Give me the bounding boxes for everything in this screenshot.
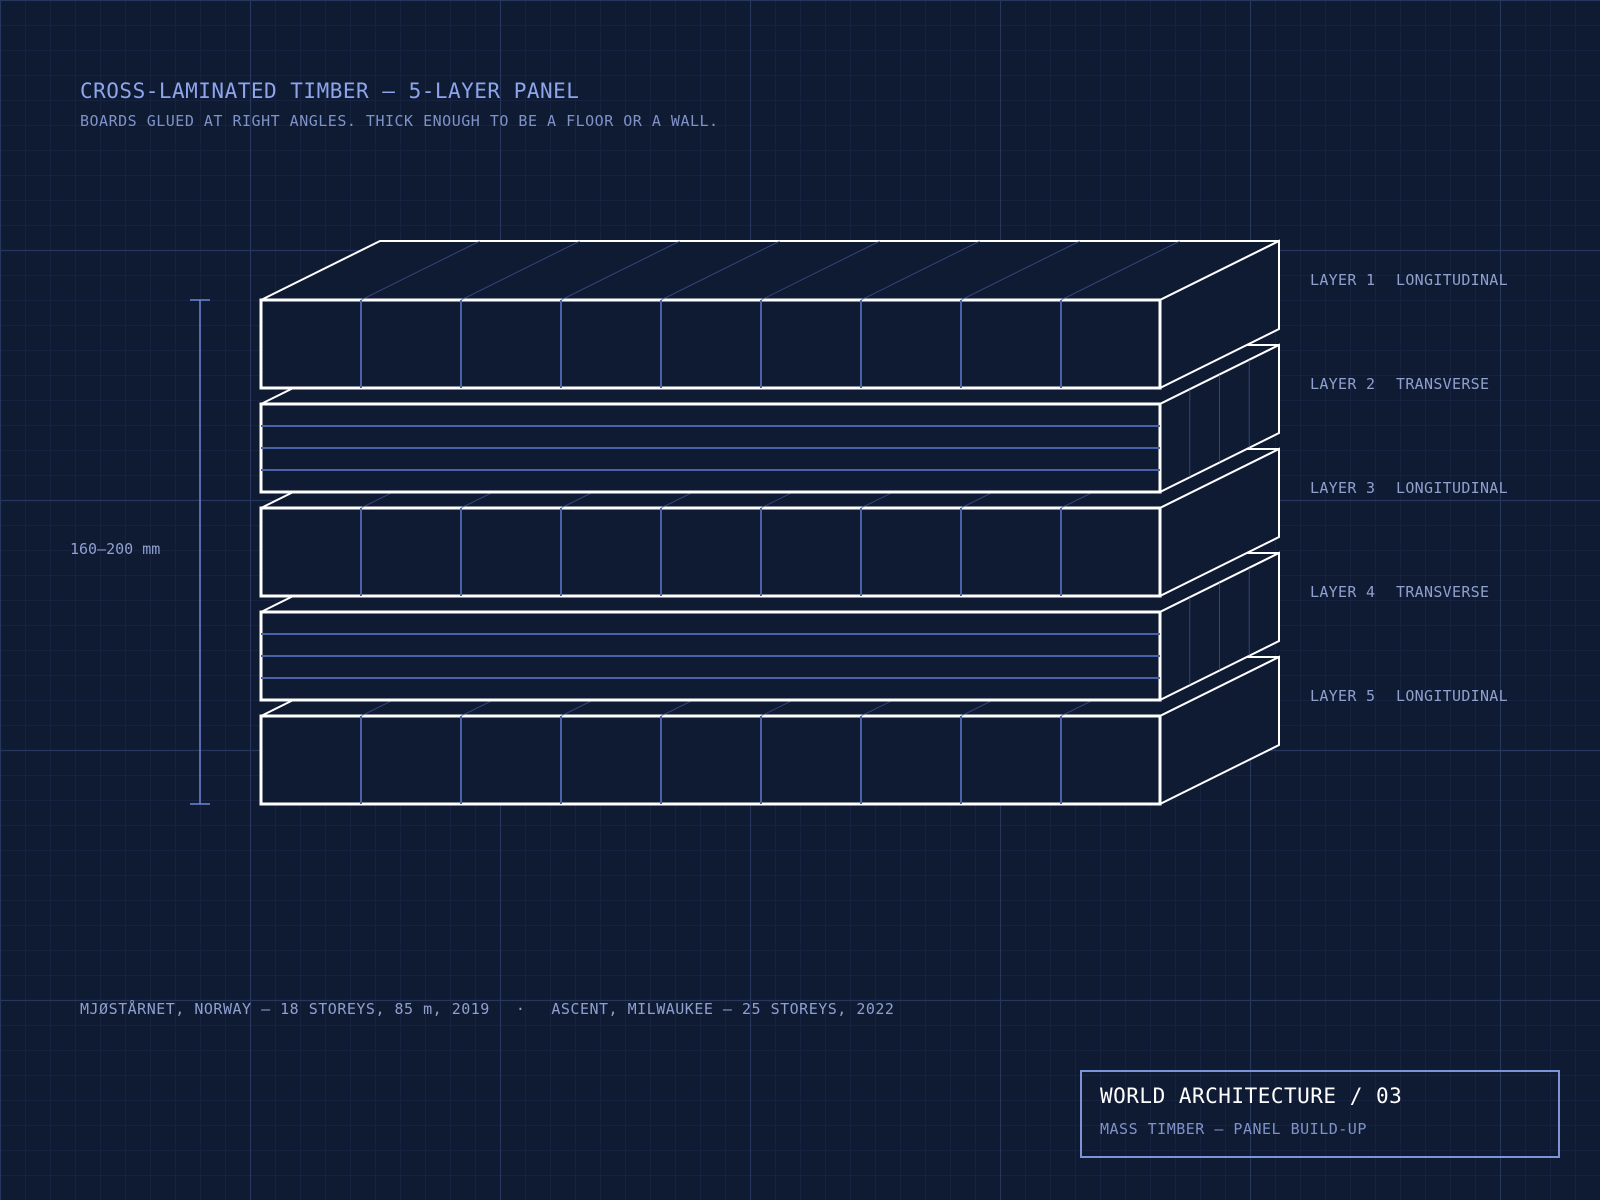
board-joint-top xyxy=(1060,240,1181,301)
layer-label-4: LAYER 4 TRANSVERSE xyxy=(1310,583,1489,601)
layer-number: LAYER 1 xyxy=(1310,271,1376,289)
layer-front-face xyxy=(259,298,1162,390)
layer-orientation: TRANSVERSE xyxy=(1396,375,1490,393)
diagram-subtitle: BOARDS GLUED AT RIGHT ANGLES. THICK ENOU… xyxy=(80,112,719,130)
board-joint-top xyxy=(760,240,881,301)
board-joint-top xyxy=(460,240,581,301)
layer-orientation: TRANSVERSE xyxy=(1396,583,1490,601)
layer-number: LAYER 4 xyxy=(1310,583,1376,601)
layer-board-joints xyxy=(261,567,1250,686)
layer-orientation: LONGITUDINAL xyxy=(1396,479,1508,497)
layer-top-face xyxy=(260,240,1280,301)
layer-label-1: LAYER 1 LONGITUDINAL xyxy=(1310,271,1508,289)
layer-label-5: LAYER 5 LONGITUDINAL xyxy=(1310,687,1508,705)
board-joint-top xyxy=(960,240,1081,301)
example-building-2: ASCENT, MILWAUKEE — 25 STOREYS, 2022 xyxy=(551,1000,895,1018)
layer-number: LAYER 3 xyxy=(1310,479,1376,497)
layer-label-2: LAYER 2 TRANSVERSE xyxy=(1310,375,1489,393)
layer-orientation: LONGITUDINAL xyxy=(1396,271,1508,289)
title-block: WORLD ARCHITECTURE / 03 MASS TIMBER — PA… xyxy=(1080,1070,1560,1158)
title-block-subheading: MASS TIMBER — PANEL BUILD-UP xyxy=(1100,1120,1367,1138)
layer-label-3: LAYER 3 LONGITUDINAL xyxy=(1310,479,1508,497)
board-joint-top xyxy=(660,240,781,301)
board-joint-top xyxy=(860,240,981,301)
layer-number: LAYER 5 xyxy=(1310,687,1376,705)
title-block-heading: WORLD ARCHITECTURE / 03 xyxy=(1100,1084,1403,1108)
thickness-dimension-label: 160–200 mm xyxy=(70,540,161,558)
footer-separator: · xyxy=(515,1000,526,1018)
example-building-1: MJØSTÅRNET, NORWAY — 18 STOREYS, 85 m, 2… xyxy=(80,1000,490,1018)
board-joint-top xyxy=(560,240,681,301)
layer-number: LAYER 2 xyxy=(1310,375,1376,393)
thickness-dimension-line xyxy=(190,299,210,805)
layer-front-face xyxy=(259,506,1162,598)
layer-board-joints xyxy=(261,359,1250,478)
layer-front-face xyxy=(259,714,1162,806)
clt-layer-1 xyxy=(259,239,1280,390)
building-examples: MJØSTÅRNET, NORWAY — 18 STOREYS, 85 m, 2… xyxy=(80,1000,894,1018)
diagram-title: CROSS-LAMINATED TIMBER — 5-LAYER PANEL xyxy=(80,79,580,103)
layer-orientation: LONGITUDINAL xyxy=(1396,687,1508,705)
layer-board-joints xyxy=(360,240,1181,388)
board-joint-top xyxy=(360,240,481,301)
